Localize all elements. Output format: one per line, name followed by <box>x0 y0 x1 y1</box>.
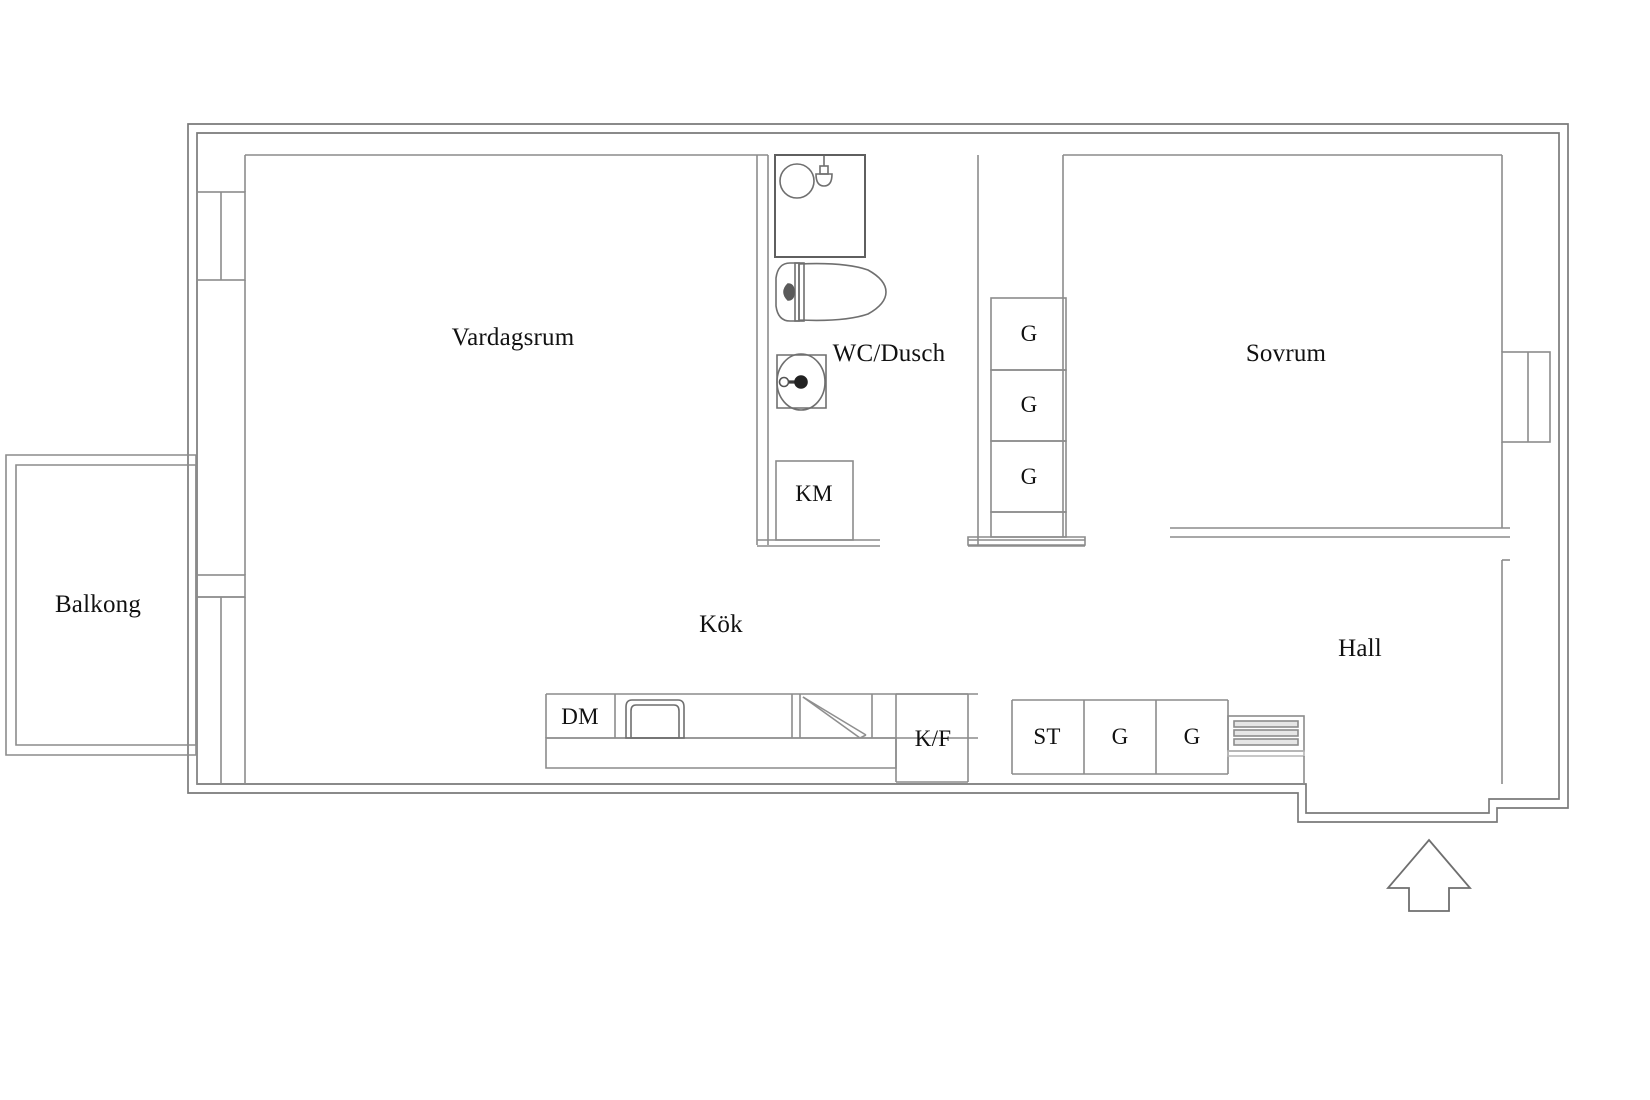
wardrobe-label-g-hall-1: G <box>1111 724 1129 749</box>
room-label-wc-dusch: WC/Dusch <box>832 340 946 367</box>
hall-storage-row <box>1011 699 1229 775</box>
window-vardagsrum-left-upper <box>196 191 246 281</box>
toilet-icon <box>775 262 887 322</box>
shower-enclosure <box>774 154 866 258</box>
wardrobe-label-g-upper-2: G <box>1020 392 1038 417</box>
shower-drain-icon <box>779 163 815 199</box>
room-label-hall: Hall <box>1338 635 1382 662</box>
fixture-label-st: ST <box>1033 724 1061 749</box>
wardrobe-stack-upper <box>967 297 1086 546</box>
outer-wall <box>187 123 1569 823</box>
radiator-icon <box>1227 715 1305 757</box>
wc-dusch-walls <box>757 155 1085 547</box>
wardrobe-label-g-upper-1: G <box>1020 321 1038 346</box>
kitchen-island <box>545 737 897 769</box>
room-label-balkong: Balkong <box>54 591 142 618</box>
wardrobe-label-g-hall-2: G <box>1183 724 1201 749</box>
shower-head-icon <box>815 156 833 187</box>
kitchen-sink-icon <box>625 699 685 739</box>
kok-hall-walls <box>1501 559 1510 784</box>
fixture-label-km: KM <box>795 481 833 506</box>
room-label-sovrum: Sovrum <box>1245 340 1327 367</box>
vardagsrum-walls <box>244 154 768 575</box>
balcony-outline <box>5 454 197 756</box>
fixture-label-kf: K/F <box>914 726 952 751</box>
wardrobe-label-g-upper-3: G <box>1020 464 1038 489</box>
entrance-arrow-icon <box>1386 838 1472 912</box>
window-sovrum-right <box>1501 351 1551 443</box>
sovrum-walls <box>1062 154 1510 538</box>
balcony-door-opening <box>196 574 246 784</box>
room-label-kok: Kök <box>699 611 743 638</box>
room-label-vardagsrum: Vardagsrum <box>451 324 575 351</box>
stove-icon <box>802 696 867 739</box>
washbasin-icon <box>776 353 827 411</box>
fixture-label-dm: DM <box>561 704 599 729</box>
km-unit <box>775 460 854 541</box>
